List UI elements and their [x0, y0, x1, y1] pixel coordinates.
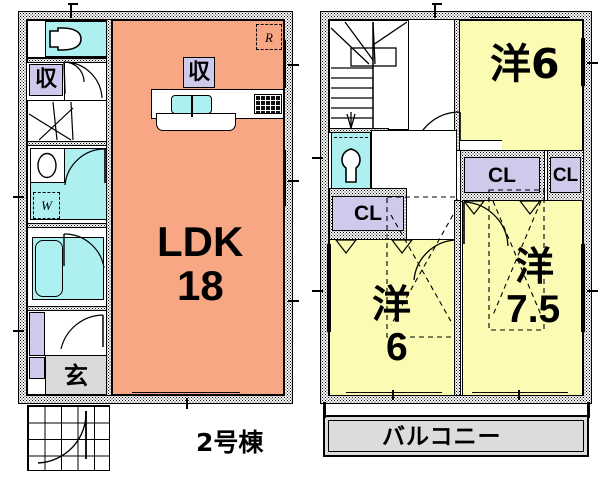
toilet-bowl-icon-2f: [341, 148, 361, 183]
window-tick-right2: [288, 180, 299, 182]
door-arc-front-door: [37, 410, 87, 464]
window-2f-bottom-right: [472, 392, 568, 396]
window-tick-left2: [13, 330, 24, 332]
toilet-bowl-icon: [49, 27, 82, 51]
closet-right-label: CL: [552, 164, 579, 186]
entrance-label: 玄: [64, 362, 88, 390]
storage-kitchen-box: 収: [183, 57, 215, 88]
window-2f-bottom-left: [346, 392, 442, 396]
closet-door-marks-left: [334, 239, 414, 254]
ldk-label: LDK: [157, 218, 244, 265]
floor1-plan: 収 R LDK 18 収: [13, 3, 299, 471]
balcony-connector-right: [587, 402, 590, 418]
window-tick-left1: [13, 196, 24, 198]
storage-hall-box: 収: [29, 64, 63, 96]
door-arc-toilet: [63, 61, 103, 99]
ldk-area-label: 18: [177, 262, 224, 309]
sliding-door-right-1: [283, 40, 286, 88]
washbasin-icon: [37, 152, 57, 179]
room-western-6-bottom-kanji: 洋: [372, 283, 412, 328]
door-arc-bedroom-7-5: [463, 201, 509, 247]
toilet-tank-line-2f: [334, 137, 368, 140]
closet-center-label: CL: [488, 163, 516, 187]
window-tick-2f-left1: [312, 157, 323, 159]
door-arc-entrance-hall: [60, 314, 104, 350]
window-tick-right1: [288, 64, 299, 66]
sliding-door-bottom: [132, 392, 240, 395]
shoe-closet-lower: [29, 357, 45, 379]
stair-lines-1f: [28, 101, 74, 141]
refrigerator-label: R: [265, 29, 273, 45]
door-arc-washroom: [64, 148, 106, 186]
window-tick-2f-bottom1: [392, 390, 394, 400]
kitchen-counter-lower: [156, 113, 236, 131]
bathtub: [35, 240, 63, 297]
window-2f-left-lower: [327, 244, 331, 332]
window-2f-right-lower: [581, 244, 585, 332]
storage-kitchen-label: 収: [187, 59, 210, 85]
balcony-label: バルコニー: [382, 424, 502, 450]
room-western-7-5: [462, 200, 583, 396]
storage-hall-label: 収: [34, 67, 57, 92]
balcony-connector-left: [323, 402, 326, 418]
entrance-porch: [27, 405, 110, 471]
window-tick-top2: [68, 3, 78, 5]
door-arc-bedroom-6-bottom: [413, 239, 457, 281]
room-western-6-bottom-num: 6: [386, 326, 408, 369]
window-tick-2f-right2: [587, 290, 598, 292]
wall-bedroom-top-left: [454, 19, 460, 151]
room-western-6-top-num: 6: [531, 40, 560, 88]
closet-left[interactable]: CL: [332, 196, 404, 231]
building-label: 2号棟: [196, 428, 264, 457]
closet-door-marks-center: [462, 200, 542, 215]
window-tick-2f-top2: [432, 3, 442, 5]
washing-machine-marker: W: [33, 192, 60, 219]
refrigerator-space-marker: R: [256, 24, 282, 50]
window-tick-right3: [288, 300, 299, 302]
window-tick-2f-left2: [312, 290, 323, 292]
kitchen-faucet: [191, 96, 193, 117]
room-western-6-top-kanji: 洋: [490, 40, 531, 88]
closet-center[interactable]: CL: [464, 157, 540, 193]
balcony-inner: [328, 420, 584, 452]
window-tick-top: [70, 4, 72, 18]
shoe-closet-upper: [29, 312, 45, 356]
wall-ldk-divider: [106, 19, 112, 396]
window-2f-right-upper: [581, 38, 585, 86]
closet-right[interactable]: CL: [550, 157, 581, 193]
entrance-genkan: 玄: [45, 355, 110, 395]
wall-between-bottom-bedrooms: [454, 200, 461, 396]
sliding-door-right-2: [283, 150, 286, 206]
window-tick-2f-right1: [587, 62, 598, 64]
closet-left-label: CL: [354, 202, 382, 225]
room-western-6-top-label: 洋6: [490, 44, 560, 85]
window-tick-2f-bottom2: [518, 390, 520, 400]
floor2-plan: 洋6: [310, 0, 600, 478]
door-arc-bathroom: [63, 233, 105, 269]
kitchen-stove: [254, 94, 282, 114]
window-tick-bottom: [186, 398, 188, 409]
window-tick-2f-top1: [434, 4, 436, 18]
staircase-steps: [330, 21, 408, 131]
washing-machine-label: W: [41, 198, 52, 213]
window-2f-top: [470, 17, 570, 21]
